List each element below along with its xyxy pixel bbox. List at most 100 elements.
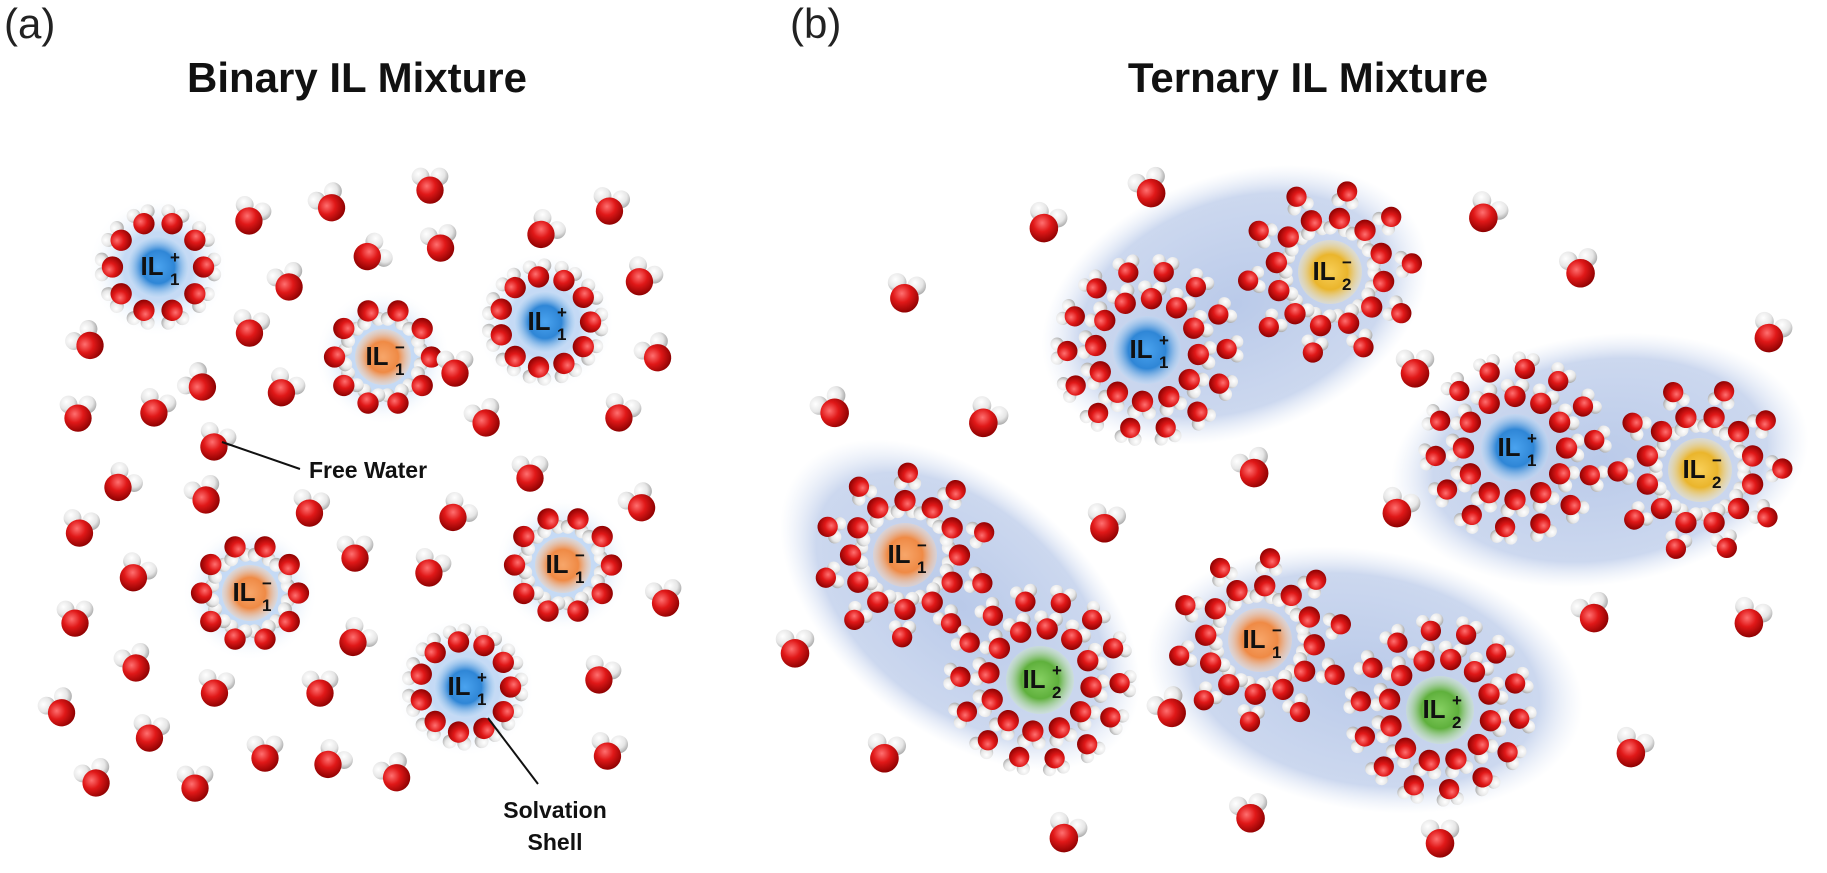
outer-shell-water-molecule xyxy=(848,476,878,506)
solvation-shell-label-line1: Solvation xyxy=(503,797,607,823)
oxygen-atom xyxy=(1378,688,1401,710)
oxygen-atom xyxy=(1467,733,1489,756)
oxygen-atom xyxy=(254,536,276,558)
oxygen-atom xyxy=(1280,584,1302,607)
outer-shell-water-molecule xyxy=(1572,388,1602,417)
outer-shell-water-molecule xyxy=(1081,600,1111,630)
ion-label-anion2: IL xyxy=(1312,256,1335,286)
outer-shell-water-molecule xyxy=(1297,569,1327,599)
outer-shell-water-molecule xyxy=(893,462,922,490)
ion-label-anion1: IL xyxy=(365,341,388,371)
shell-water-molecule xyxy=(1002,612,1032,643)
oxygen-atom xyxy=(254,628,276,650)
free-water-molecule xyxy=(336,535,374,572)
free-water-molecule xyxy=(625,256,664,296)
oxygen-atom xyxy=(287,582,310,604)
free-water-molecule xyxy=(419,224,457,262)
free-water-molecule xyxy=(585,654,622,694)
ion-core-cation1 xyxy=(435,657,495,717)
ion-charge-cation2: + xyxy=(1052,661,1062,680)
ion-core-anion2 xyxy=(1668,438,1732,502)
shell-water-molecule xyxy=(269,553,300,584)
oxygen-atom xyxy=(627,494,656,522)
shell-water-molecule xyxy=(1272,584,1302,616)
oxygen-atom xyxy=(1199,652,1222,674)
oxygen-atom xyxy=(1306,569,1327,590)
panel-a-label: (a) xyxy=(4,0,55,47)
oxygen-atom xyxy=(1452,437,1475,459)
oxygen-atom xyxy=(1048,717,1070,739)
ion-charge-anion2: − xyxy=(1712,451,1722,470)
oxygen-atom xyxy=(1289,701,1311,723)
oxygen-atom xyxy=(1044,748,1065,769)
oxygen-atom xyxy=(940,613,962,634)
outer-shell-water-molecule xyxy=(1112,254,1140,283)
outer-shell-water-molecule xyxy=(1560,494,1590,524)
oxygen-atom xyxy=(1650,497,1673,520)
shell-water-molecule xyxy=(415,710,446,742)
shell-water-molecule xyxy=(1445,748,1474,779)
oxygen-atom xyxy=(1353,337,1374,358)
oxygen-atom xyxy=(894,598,916,621)
outer-shell-water-molecule xyxy=(1286,186,1314,216)
shell-water-molecule xyxy=(1277,226,1309,257)
outer-shell-water-molecule xyxy=(1056,299,1085,327)
ion-charge-anion1: − xyxy=(1272,621,1282,640)
shell-water-molecule xyxy=(184,283,215,313)
free-water-molecule xyxy=(1420,819,1460,858)
shell-water-molecule xyxy=(1450,403,1482,433)
oxygen-atom xyxy=(1372,270,1395,293)
oxygen-atom xyxy=(1155,417,1176,438)
oxygen-atom xyxy=(1302,342,1324,363)
oxygen-atom xyxy=(894,489,916,512)
oxygen-atom xyxy=(504,276,526,299)
oxygen-atom xyxy=(333,317,355,340)
oxygen-atom xyxy=(122,654,150,682)
outer-shell-water-molecule xyxy=(1765,455,1793,483)
oxygen-atom xyxy=(1479,710,1502,732)
oxygen-atom xyxy=(1350,691,1371,712)
shell-water-molecule xyxy=(1080,361,1111,390)
oxygen-atom xyxy=(625,268,654,296)
ion-core-anion1 xyxy=(873,523,937,587)
ion-core-anion1 xyxy=(222,565,278,621)
shell-water-molecule xyxy=(1412,749,1442,780)
oxygen-atom xyxy=(473,634,495,657)
outer-shell-water-molecule xyxy=(1418,443,1446,471)
oxygen-atom xyxy=(817,516,838,537)
shell-water-molecule xyxy=(1500,378,1530,408)
oxygen-atom xyxy=(1309,314,1332,337)
oxygen-atom xyxy=(1418,749,1440,772)
ion-index-anion2: 2 xyxy=(1712,473,1721,492)
oxygen-atom xyxy=(1069,701,1092,723)
oxygen-atom xyxy=(492,651,514,674)
outer-shell-water-molecule xyxy=(1185,268,1215,298)
shell-water-molecule xyxy=(1718,488,1750,520)
shell-water-molecule xyxy=(932,517,963,547)
outer-shell-water-molecule xyxy=(969,730,999,760)
outer-shell-water-molecule xyxy=(1607,457,1635,485)
outer-shell-water-molecule xyxy=(948,701,978,729)
oxygen-atom xyxy=(1727,497,1750,520)
outer-shell-water-molecule xyxy=(1100,707,1130,735)
oxygen-atom xyxy=(572,286,594,309)
oxygen-atom xyxy=(1185,276,1207,298)
outer-shell-water-molecule xyxy=(1078,269,1107,299)
shell-water-molecule xyxy=(1098,381,1129,413)
oxygen-atom xyxy=(1254,575,1276,597)
ion-charge-cation1: + xyxy=(477,668,487,687)
free-water-molecule xyxy=(267,367,306,407)
shell-water-molecule xyxy=(1084,301,1116,332)
oxygen-atom xyxy=(224,628,246,650)
shell-water-molecule xyxy=(1241,676,1271,705)
shell-water-molecule xyxy=(1061,619,1092,651)
oxygen-atom xyxy=(978,662,1000,684)
oxygen-atom xyxy=(490,324,512,346)
ion-core-cation1 xyxy=(515,292,575,352)
oxygen-atom xyxy=(503,554,526,576)
oxygen-atom xyxy=(1741,473,1764,495)
oxygen-atom xyxy=(1354,726,1376,747)
solvation-shell-annotation: Solvation Shell xyxy=(487,717,607,855)
outer-shell-water-molecule xyxy=(1216,335,1244,363)
shell-water-molecule xyxy=(582,525,613,556)
